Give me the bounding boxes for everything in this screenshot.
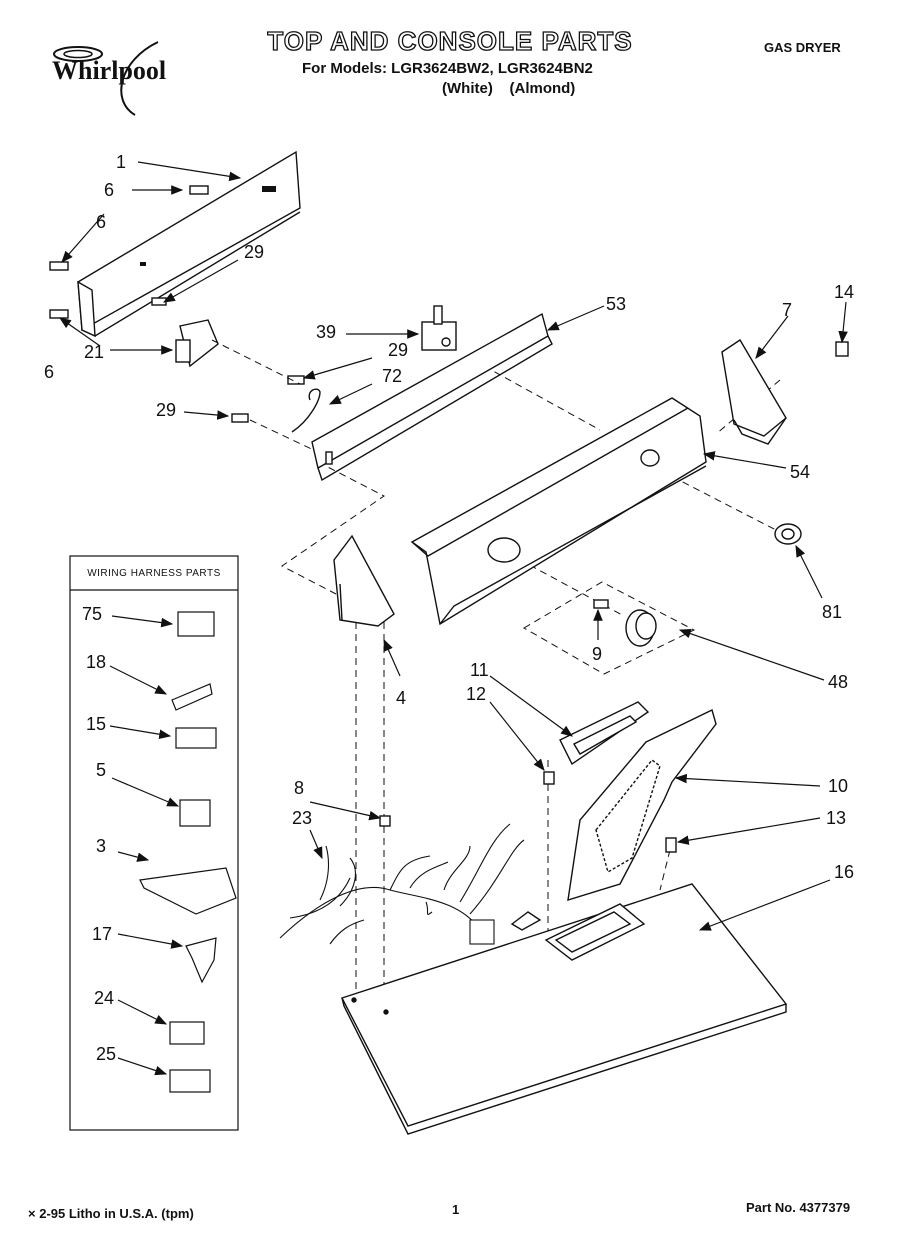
models-line: For Models: LGR3624BW2, LGR3624BN2 <box>302 60 593 77</box>
knob-part <box>774 523 802 545</box>
callout-label: 21 <box>84 342 105 362</box>
callout-label: 8 <box>294 778 305 798</box>
callout-label: 25 <box>96 1044 117 1064</box>
callout-label: 15 <box>86 714 107 734</box>
callout-label: 7 <box>782 300 793 320</box>
callout-label: 11 <box>470 660 489 680</box>
rear-panel-part <box>77 150 301 338</box>
callout-label: 24 <box>94 988 115 1008</box>
callout-label: 17 <box>92 924 113 944</box>
lint-housing-part <box>567 709 717 901</box>
callout-label: 48 <box>828 672 849 692</box>
end-cap-part <box>721 339 787 445</box>
screw-part <box>49 185 305 423</box>
clip-part-8 <box>379 815 391 827</box>
print-info: × 2-95 Litho in U.S.A. (tpm) <box>28 1206 194 1221</box>
callout-label: 39 <box>316 322 337 342</box>
callout-label: 12 <box>466 684 487 704</box>
callout-label: 18 <box>86 652 107 672</box>
clip-part-9 <box>593 599 609 609</box>
callout-label: 16 <box>834 862 855 882</box>
callout-label: 4 <box>396 688 407 708</box>
screw-part-13 <box>665 837 677 853</box>
lint-screen-part <box>559 701 650 766</box>
switch-part <box>175 319 219 368</box>
callout-label: 14 <box>834 282 855 302</box>
callout-label: 75 <box>82 604 103 624</box>
callout-label: 9 <box>592 644 603 664</box>
callout-label: 29 <box>244 242 265 262</box>
clip-part-12 <box>543 771 555 785</box>
brand-logo-text: Whirlpool <box>52 56 167 85</box>
callout-label: 5 <box>96 760 107 780</box>
callout-label: 29 <box>156 400 177 420</box>
dryer-top-part <box>341 883 788 1135</box>
bullet-mark: × <box>28 1206 40 1221</box>
callout-label: 81 <box>822 602 843 622</box>
screw-part-14 <box>835 341 849 357</box>
wire-harness-part <box>279 823 525 945</box>
callout-label: 53 <box>606 294 627 314</box>
harness-box-title: WIRING HARNESS PARTS <box>87 568 221 579</box>
whirlpool-logo <box>40 40 210 120</box>
callout-label: 6 <box>44 362 55 382</box>
callout-label: 6 <box>104 180 115 200</box>
knob-part-48 <box>625 609 657 647</box>
page-number: 1 <box>452 1202 460 1217</box>
side-cap-part <box>333 534 395 627</box>
callout-label: 72 <box>382 366 403 386</box>
wiring-harness-parts-box <box>69 555 239 1131</box>
console-bracket-part <box>311 312 553 482</box>
callout-label: 13 <box>826 808 847 828</box>
product-category: GAS DRYER <box>764 40 841 55</box>
print-info-text: 2-95 Litho in U.S.A. (tpm) <box>39 1206 194 1221</box>
callout-label: 23 <box>292 808 313 828</box>
colors-line: (White) (Almond) <box>442 80 576 97</box>
callout-label: 3 <box>96 836 107 856</box>
console-panel-part <box>410 397 707 626</box>
callout-label: 29 <box>388 340 409 360</box>
callout-label: 6 <box>96 212 107 232</box>
callout-label: 10 <box>828 776 849 796</box>
callout-label: 1 <box>116 152 127 172</box>
callout-label: 54 <box>790 462 811 482</box>
page-title: TOP AND CONSOLE PARTS <box>267 25 633 56</box>
part-number: Part No. 4377379 <box>746 1200 851 1215</box>
start-switch-part <box>421 305 457 351</box>
